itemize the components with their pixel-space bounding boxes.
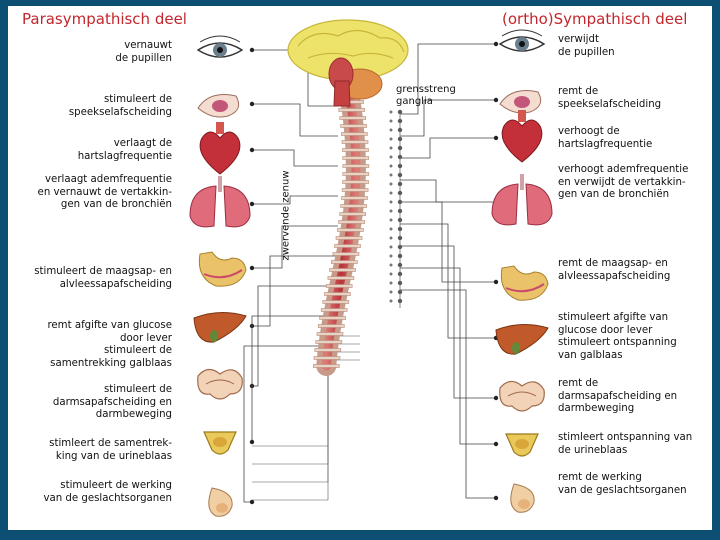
bladder-icon	[203, 431, 237, 455]
effect-line: king van de urineblaas	[55, 450, 172, 462]
effect-line: van galblaas	[558, 349, 623, 361]
intestine-icon	[197, 368, 243, 400]
effect-line: vernauwt	[124, 40, 172, 51]
effect-line: gen van de bronchiën	[60, 199, 172, 210]
effect-line: de pupillen	[115, 52, 172, 64]
effect-line: stimuleert de	[103, 384, 172, 395]
eye-icon	[498, 29, 546, 52]
ganglia-label: grensstreng ganglia	[396, 84, 456, 107]
vagus-nerve-label: zwervende zenuw	[280, 170, 292, 261]
effect-line: remt de	[558, 86, 599, 97]
effect-line: verlaagt ademfrequentie	[45, 174, 172, 185]
effect-line: gen van de bronchiën	[558, 189, 670, 200]
eye-icon	[196, 35, 244, 58]
nervous-system-diagram	[189, 19, 553, 517]
heart-icon	[199, 122, 241, 175]
effect-line: darmbeweging	[95, 409, 172, 420]
effect-line: stimuleert de werking	[60, 480, 172, 491]
effect-line: door lever	[120, 332, 172, 344]
salivary-gland-icon	[197, 94, 240, 118]
effect-line: van de geslachtsorganen	[558, 484, 687, 496]
bladder-icon	[505, 433, 539, 457]
stomach-icon	[500, 265, 549, 301]
effect-line: hartslagfrequentie	[558, 138, 653, 150]
effect-line: samentrekking galblaas	[50, 357, 172, 369]
stomach-icon	[198, 251, 247, 287]
effect-line: en vernauwt de vertakkin-	[37, 186, 172, 198]
effect-line: darmsapafscheiding en	[558, 390, 678, 402]
salivary-gland-icon	[499, 90, 542, 114]
diagram-frame: Parasympathisch deel (ortho)Sympathisch …	[8, 6, 712, 530]
effect-line: en verwijdt de vertakkin-	[558, 176, 686, 188]
intestine-icon	[499, 380, 545, 412]
effect-line: alvleessapafscheiding	[558, 270, 671, 282]
effect-line: darmsapafscheiding en	[52, 396, 172, 408]
lungs-icon	[189, 176, 251, 228]
effect-line: de urineblaas	[558, 444, 628, 456]
organ-icons	[189, 29, 553, 517]
lungs-icon	[491, 174, 553, 226]
genital-icon	[510, 483, 535, 513]
effect-line: glucose door lever	[558, 324, 653, 336]
liver-icon	[193, 312, 247, 343]
para-effect-7: stimleert de samentrek-king van de urine…	[49, 438, 172, 463]
effect-line: stimuleert de	[103, 345, 172, 356]
effect-line: stimuleert afgifte van	[558, 312, 669, 323]
effect-line: alvleessapafscheiding	[59, 278, 172, 290]
effect-line: verhoogt de	[558, 126, 620, 137]
effect-line: verlaagt de	[113, 138, 172, 149]
spinal-column	[313, 92, 403, 376]
sympathetic-title: (ortho)Sympathisch deel	[502, 10, 688, 28]
effect-line: speekselafscheiding	[68, 106, 172, 118]
effect-line: stimleert ontspanning van	[558, 432, 693, 443]
effect-line: stimuleert ontspanning	[558, 337, 677, 348]
effect-line: stimuleert de	[103, 94, 172, 105]
effect-line: hartslagfrequentie	[77, 150, 172, 162]
brain-illustration	[287, 19, 409, 107]
parasympathetic-title: Parasympathisch deel	[22, 10, 187, 28]
nerve-lines	[243, 41, 499, 505]
effect-line: speekselafscheiding	[558, 98, 662, 110]
effect-line: de pupillen	[558, 46, 615, 58]
effect-line: verhoogt ademfrequentie	[558, 164, 689, 175]
liver-icon	[495, 324, 549, 355]
effect-line: verwijdt	[558, 34, 599, 45]
effect-line: remt de	[558, 378, 599, 389]
effect-line: van de geslachtsorganen	[43, 492, 172, 504]
effect-line: remt de maagsap- en	[558, 258, 668, 269]
heart-icon	[501, 110, 543, 163]
effect-line: remt de werking	[558, 472, 642, 483]
effect-line: stimleert de samentrek-	[49, 438, 172, 449]
effect-line: darmbeweging	[558, 403, 635, 414]
effect-line: remt afgifte van glucose	[47, 320, 172, 331]
genital-icon	[208, 487, 233, 517]
effect-line: stimuleert de maagsap- en	[34, 266, 172, 277]
